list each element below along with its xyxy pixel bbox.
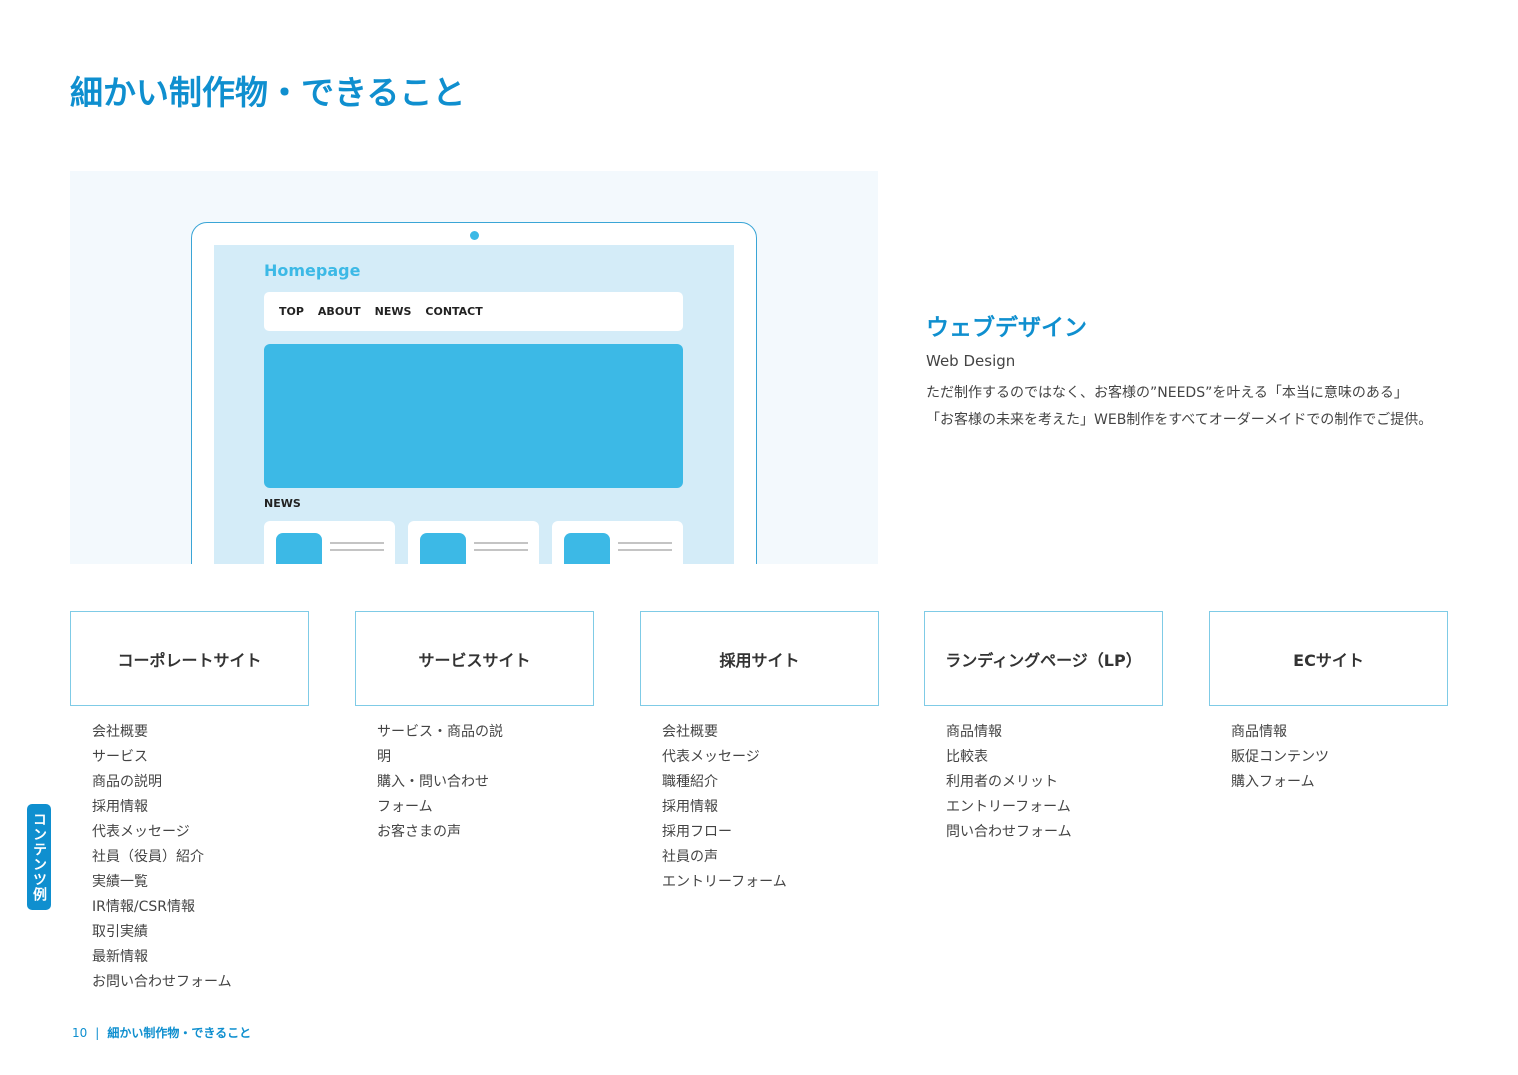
list-item: エントリーフォーム (662, 874, 787, 890)
list-item: 購入・問い合わせ (377, 774, 489, 790)
list-item: 明 (377, 749, 391, 765)
category-box-recruit-site[interactable]: 採用サイト (640, 611, 879, 706)
list-item: フォーム (377, 799, 433, 815)
list-item: お客さまの声 (377, 824, 461, 840)
mock-hero-image (264, 344, 683, 488)
list-item: 商品の説明 (92, 774, 162, 790)
category-content-list: 会社概要 代表メッセージ 職種紹介 採用情報 採用フロー 社員の声 エントリーフ… (640, 720, 879, 895)
list-item: 購入フォーム (1231, 774, 1315, 790)
category-landing-page: ランディングページ（LP） 商品情報 比較表 利用者のメリット エントリーフォー… (924, 611, 1163, 845)
category-box-ec-site[interactable]: ECサイト (1209, 611, 1448, 706)
list-item: 職種紹介 (662, 774, 718, 790)
list-item: 実績一覧 (92, 874, 148, 890)
list-item: 最新情報 (92, 949, 148, 965)
content-examples-tab: コンテンツ例 (27, 804, 51, 910)
side-tab-label: コンテンツ例 (31, 812, 47, 902)
category-content-list: 商品情報 比較表 利用者のメリット エントリーフォーム 問い合わせフォーム (924, 720, 1163, 845)
list-item: 会社概要 (662, 724, 718, 740)
list-item: サービス・商品の説 (377, 724, 503, 740)
description-block: ウェブデザイン Web Design ただ制作するのではなく、お客様の”NEED… (926, 308, 1432, 434)
laptop-screen: Homepage TOP ABOUT NEWS CONTACT NEWS (214, 245, 734, 564)
mock-nav-item-news: NEWS (374, 305, 412, 318)
mock-card-thumbnail (564, 533, 610, 564)
section-subtitle: Web Design (926, 352, 1016, 370)
mock-news-card (408, 521, 539, 564)
mock-nav-item-about: ABOUT (317, 305, 361, 318)
mock-nav-item-contact: CONTACT (425, 305, 483, 318)
list-item: 採用フロー (662, 824, 732, 840)
list-item: 商品情報 (946, 724, 1002, 740)
mock-news-card (264, 521, 395, 564)
list-item: 利用者のメリット (946, 774, 1058, 790)
mock-text-line (474, 549, 528, 551)
mock-card-thumbnail (420, 533, 466, 564)
mock-news-heading: NEWS (264, 497, 301, 510)
mock-text-line (330, 542, 384, 544)
mock-card-thumbnail (276, 533, 322, 564)
category-box-corporate-site[interactable]: コーポレートサイト (70, 611, 309, 706)
laptop-frame: Homepage TOP ABOUT NEWS CONTACT NEWS (191, 222, 757, 564)
page-footer: 10 | 細かい制作物・できること (72, 1024, 251, 1041)
mock-text-line (330, 549, 384, 551)
list-item: 取引実績 (92, 924, 148, 940)
list-item: 販促コンテンツ (1231, 749, 1329, 765)
list-item: 商品情報 (1231, 724, 1287, 740)
category-box-landing-page[interactable]: ランディングページ（LP） (924, 611, 1163, 706)
category-content-list: 会社概要 サービス 商品の説明 採用情報 代表メッセージ 社員（役員）紹介 実績… (70, 720, 309, 995)
mock-logo: Homepage (264, 261, 361, 280)
footer-separator: | (95, 1025, 100, 1040)
mock-news-card (552, 521, 683, 564)
section-title: ウェブデザイン (926, 315, 1087, 341)
web-design-illustration: Homepage TOP ABOUT NEWS CONTACT NEWS (70, 171, 878, 564)
category-content-list: サービス・商品の説 明 購入・問い合わせ フォーム お客さまの声 (355, 720, 594, 845)
category-box-service-site[interactable]: サービスサイト (355, 611, 594, 706)
section-body: ただ制作するのではなく、お客様の”NEEDS”を叶える「本当に意味のある」 「お… (926, 385, 1433, 428)
mock-text-line (474, 542, 528, 544)
category-service: サービスサイト サービス・商品の説 明 購入・問い合わせ フォーム お客さまの声 (355, 611, 594, 845)
list-item: 代表メッセージ (662, 749, 760, 765)
list-item: サービス (92, 749, 148, 765)
page-title: 細かい制作物・できること (70, 73, 466, 112)
list-item: 問い合わせフォーム (946, 824, 1072, 840)
list-item: 採用情報 (92, 799, 148, 815)
category-ec: ECサイト 商品情報 販促コンテンツ 購入フォーム (1209, 611, 1448, 795)
mock-news-cards (264, 521, 683, 564)
mock-text-line (618, 549, 672, 551)
list-item: 比較表 (946, 749, 988, 765)
mock-nav-bar: TOP ABOUT NEWS CONTACT (264, 292, 683, 331)
camera-dot-icon (470, 231, 479, 240)
list-item: 社員（役員）紹介 (92, 849, 204, 865)
list-item: IR情報/CSR情報 (92, 899, 195, 915)
footer-title: 細かい制作物・できること (107, 1026, 252, 1040)
category-recruit: 採用サイト 会社概要 代表メッセージ 職種紹介 採用情報 採用フロー 社員の声 … (640, 611, 879, 895)
list-item: お問い合わせフォーム (92, 974, 232, 990)
category-content-list: 商品情報 販促コンテンツ 購入フォーム (1209, 720, 1448, 795)
category-corporate: コーポレートサイト 会社概要 サービス 商品の説明 採用情報 代表メッセージ 社… (70, 611, 309, 995)
mock-nav-item-top: TOP (279, 305, 304, 318)
list-item: 代表メッセージ (92, 824, 190, 840)
list-item: 会社概要 (92, 724, 148, 740)
list-item: 採用情報 (662, 799, 718, 815)
list-item: 社員の声 (662, 849, 718, 865)
list-item: エントリーフォーム (946, 799, 1071, 815)
mock-text-line (618, 542, 672, 544)
page-number: 10 (72, 1025, 88, 1040)
